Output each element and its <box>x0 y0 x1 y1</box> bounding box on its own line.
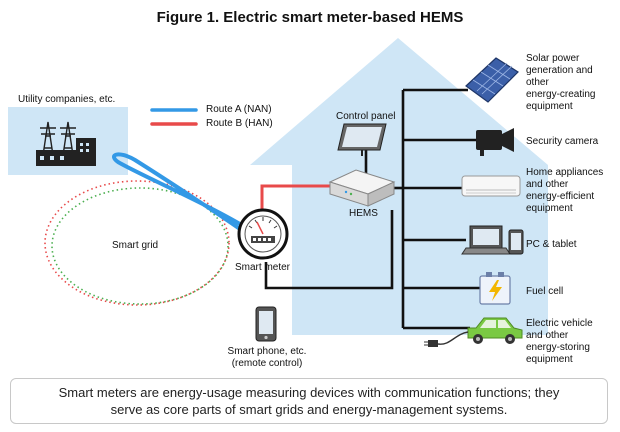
route-a-line <box>112 152 252 238</box>
device-solar-label: Solar power generation and other energy-… <box>526 53 595 113</box>
device-ev-line: and other <box>526 330 569 341</box>
smart-grid-ring-green <box>51 187 229 305</box>
device-pc-label: PC & tablet <box>526 239 577 251</box>
smart-phone-label-line1: Smart phone, etc. <box>227 346 307 357</box>
figure-title: Figure 1. Electric smart meter-based HEM… <box>156 9 464 26</box>
electric-car-icon <box>424 317 523 347</box>
device-appliances-label: Home appliances and other energy-efficie… <box>526 167 603 215</box>
hems-box-icon <box>328 169 396 207</box>
legend-route-b-label: Route B (HAN) <box>206 118 273 129</box>
device-ev-line: equipment <box>526 354 573 365</box>
laptop-icon <box>461 225 511 255</box>
legend-route-a-label: Route A (NAN) <box>206 104 272 115</box>
smart-grid-ring-red <box>44 180 230 306</box>
device-appliances-line: energy-efficient <box>526 191 595 202</box>
solar-panel-icon <box>465 57 519 103</box>
smart-phone-icon <box>255 306 277 342</box>
caption-box: Smart meters are energy-usage measuring … <box>10 378 608 424</box>
device-fuel-cell-label: Fuel cell <box>526 286 563 298</box>
device-solar-line: other <box>526 77 549 88</box>
smart-phone-label-line2: (remote control) <box>231 358 303 369</box>
control-panel-icon <box>337 123 387 156</box>
smart-meter-icon <box>237 208 289 260</box>
device-pc-line: PC & tablet <box>526 239 577 250</box>
device-camera-label: Security camera <box>526 136 598 148</box>
fuel-cell-icon <box>479 272 511 305</box>
device-ev-label: Electric vehicle and other energy-storin… <box>526 318 593 366</box>
device-solar-line: Solar power <box>526 53 580 64</box>
caption-line1: Smart meters are energy-usage measuring … <box>58 385 560 400</box>
security-camera-icon <box>476 128 514 156</box>
device-solar-line: equipment <box>526 101 573 112</box>
control-panel-label: Control panel <box>336 111 396 122</box>
device-ev-line: energy-storing <box>526 342 590 353</box>
device-ev-line: Electric vehicle <box>526 318 593 329</box>
device-solar-line: energy-creating <box>526 89 596 100</box>
smart-grid-label: Smart grid <box>112 240 159 251</box>
device-appliances-line: Home appliances <box>526 167 604 178</box>
smart-meter-label: Smart meter <box>235 262 291 273</box>
utility-label: Utility companies, etc. <box>18 94 116 105</box>
caption-line2: serve as core parts of smart grids and e… <box>110 402 508 417</box>
device-solar-line: generation and <box>526 65 593 76</box>
device-appliances-line: and other <box>526 179 569 190</box>
device-fuel-cell-line: Fuel cell <box>526 286 564 297</box>
hems-wiring <box>264 88 480 330</box>
air-conditioner-icon <box>461 175 521 197</box>
house-shape <box>250 38 548 335</box>
hems-label: HEMS <box>349 208 378 219</box>
device-appliances-line: equipment <box>526 203 573 214</box>
utility-building-icon <box>8 107 128 175</box>
tablet-icon <box>508 229 524 255</box>
smart-phone-label: Smart phone, etc. (remote control) <box>222 346 312 370</box>
device-camera-line: Security camera <box>526 136 599 147</box>
